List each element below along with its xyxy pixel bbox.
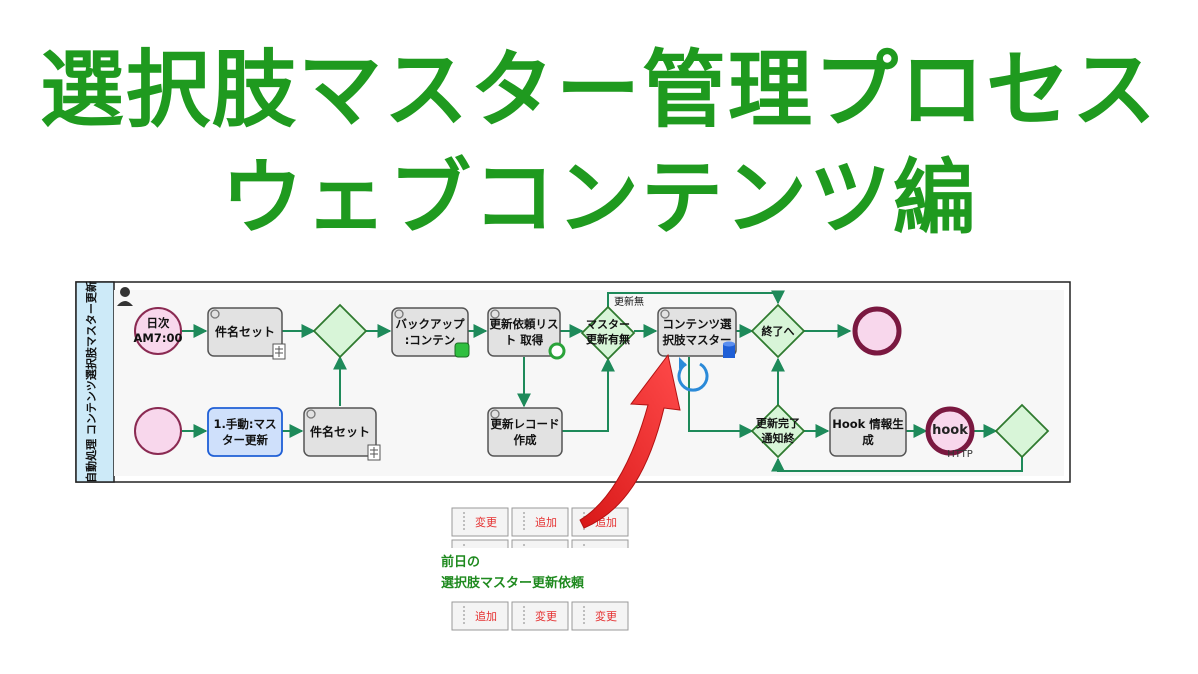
gateway-end-check[interactable]: 終了へ <box>750 303 806 359</box>
exclusive-gateway-final[interactable] <box>994 403 1050 459</box>
task-fetch-line-2: ト 取得 <box>505 333 544 347</box>
task-fetch-line-1: 更新依頼リス <box>490 317 559 331</box>
gear-icon <box>490 409 500 419</box>
task-create-line-2: 作成 <box>514 433 537 447</box>
gateway-label: 終了へ <box>762 324 795 338</box>
request-card: 追加 <box>451 601 509 631</box>
request-card: 変更 <box>511 601 569 631</box>
start-event[interactable] <box>134 407 182 455</box>
gear-icon <box>660 309 670 319</box>
calculator-icon <box>367 444 381 461</box>
request-card-label: 追加 <box>475 609 497 623</box>
caption-line-1: 前日の <box>441 554 480 570</box>
gateway-notify-check[interactable]: 更新完了 通知終 <box>750 403 806 459</box>
task-manual-update[interactable]: 1.手動:マス ター更新 <box>207 407 283 457</box>
timer-start-line-1: 日次 <box>147 316 170 330</box>
flow-label-no-update: 更新無 <box>614 295 644 308</box>
exclusive-gateway-1[interactable] <box>312 303 368 359</box>
task-subject-set-1[interactable]: 件名セット <box>207 307 286 360</box>
big-red-arrow <box>579 353 681 529</box>
http-label: HTTP <box>947 449 973 460</box>
task-hook-line-1: Hook 情報生 <box>832 417 904 431</box>
gear-icon <box>306 409 316 419</box>
request-card: 変更 <box>571 601 629 631</box>
request-card: 変更 <box>451 507 509 537</box>
database-icon <box>723 341 735 358</box>
end-event[interactable] <box>852 306 902 356</box>
task-create-records[interactable]: 更新レコード 作成 <box>487 407 563 457</box>
task-hook-info[interactable]: Hook 情報生 成 <box>829 407 907 457</box>
person-icon <box>117 287 133 306</box>
task-update-line-2: 択肢マスター <box>663 333 732 347</box>
gateway-master-check[interactable]: マスター 更新有無 <box>580 305 636 361</box>
task-fetch-list[interactable]: 更新依頼リス ト 取得 <box>487 307 566 360</box>
task-manual-line-1: 1.手動:マス <box>214 417 277 431</box>
gear-icon <box>210 309 220 319</box>
calculator-icon <box>272 343 286 360</box>
task-hook-line-2: 成 <box>862 433 874 447</box>
task-backup[interactable]: バックアップ :コンテン <box>391 307 470 358</box>
sequence-flows <box>182 290 1023 472</box>
task-manual-line-2: ター更新 <box>222 433 268 447</box>
task-label: 件名セット <box>310 424 370 439</box>
timer-start-line-2: AM7:00 <box>134 331 183 345</box>
task-backup-line-1: バックアップ <box>396 317 465 331</box>
target-badge-icon <box>548 342 566 360</box>
request-card-label: 変更 <box>535 609 557 623</box>
caption-background <box>437 548 641 594</box>
task-create-line-1: 更新レコード <box>491 417 560 431</box>
gateway-notify-line-2: 通知終 <box>762 431 796 445</box>
caption-line-2: 選択肢マスター更新依頼 <box>441 575 585 591</box>
task-update-master[interactable]: コンテンツ選 択肢マスター <box>657 307 737 358</box>
task-update-line-1: コンテンツ選 <box>663 317 732 331</box>
title-line-2: ウェブコンテンツ編 <box>220 150 977 246</box>
lane-label: 自動処理 コンテンツ選択肢マスター更新 <box>84 281 98 483</box>
hook-logo-text: hook <box>932 423 968 438</box>
task-subject-set-2[interactable]: 件名セット <box>303 407 381 461</box>
loop-icon <box>677 357 709 392</box>
task-label: 件名セット <box>215 324 275 339</box>
gateway-master-line-2: 更新有無 <box>586 332 630 346</box>
gateway-notify-line-1: 更新完了 <box>756 416 800 430</box>
request-card-label: 変更 <box>595 609 617 623</box>
hook-http-event[interactable]: hook HTTP <box>925 406 975 460</box>
gateway-master-line-1: マスター <box>586 318 630 331</box>
request-card: 追加 <box>511 507 569 537</box>
timer-start-event[interactable]: 日次 AM7:00 <box>134 307 183 355</box>
title-line-1: 選択肢マスター管理プロセス <box>39 40 1158 139</box>
script-badge-icon <box>454 342 470 358</box>
request-card-label: 変更 <box>475 515 497 529</box>
task-backup-line-2: :コンテン <box>405 333 456 347</box>
gear-icon <box>490 309 500 319</box>
request-card-label: 追加 <box>535 515 557 529</box>
gear-icon <box>394 309 404 319</box>
